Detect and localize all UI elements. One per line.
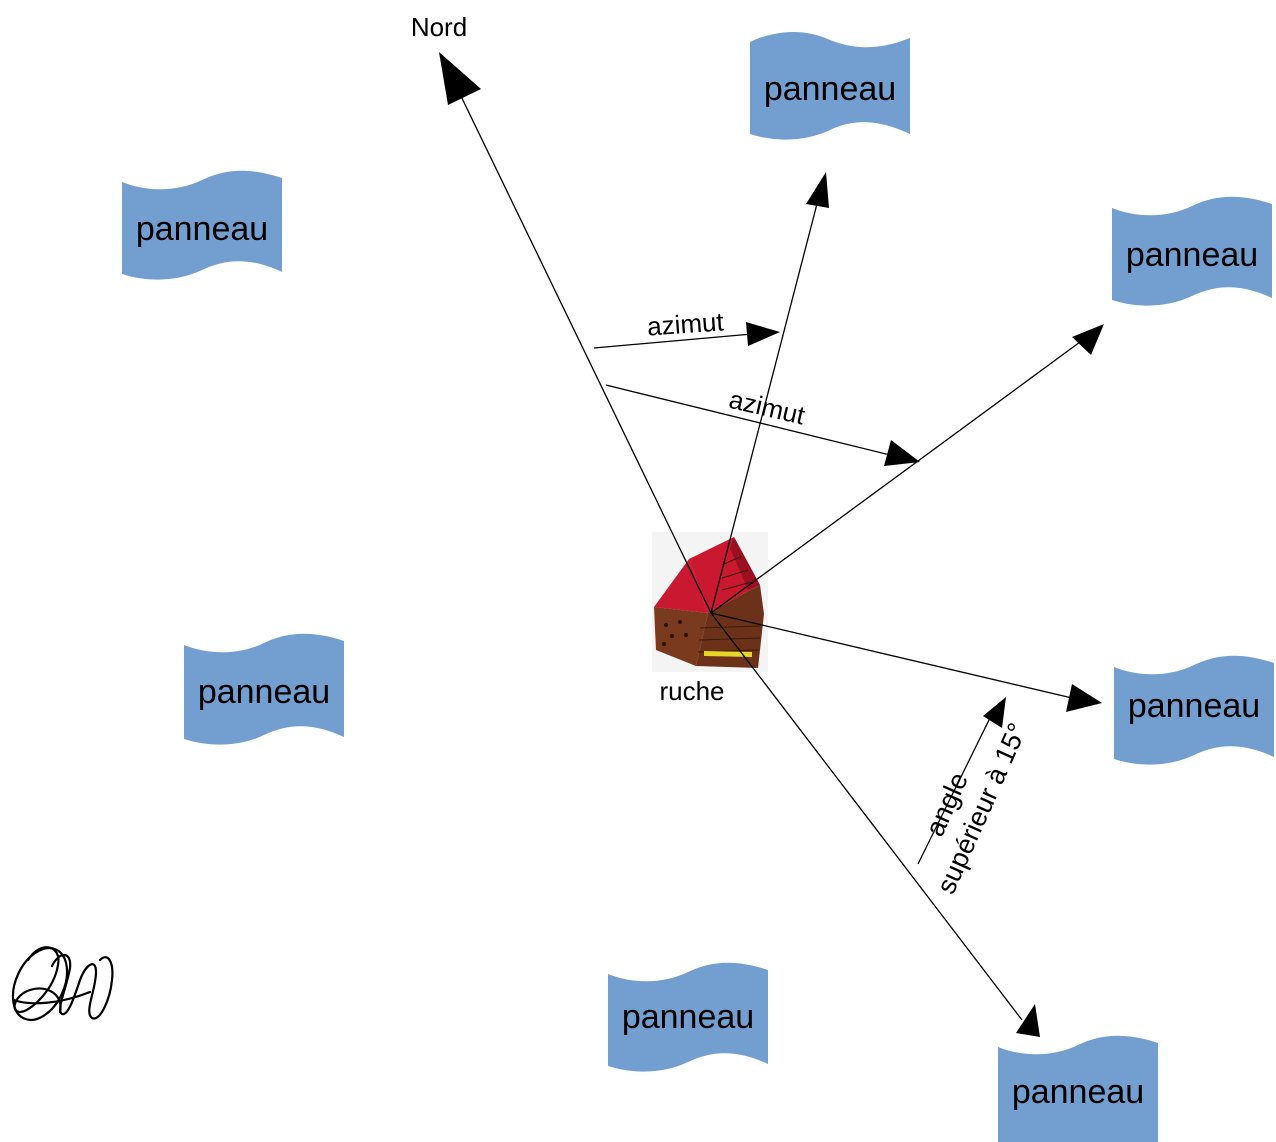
ray-panel-right	[710, 341, 1081, 614]
azimuth-label-2: azimut	[726, 384, 808, 431]
panel: panneau	[1114, 655, 1274, 765]
hive-label: ruche	[659, 676, 724, 706]
panel-label: panneau	[1126, 236, 1258, 274]
panel-label: panneau	[1128, 687, 1260, 725]
ray-panel-top	[710, 199, 819, 614]
panel-label: panneau	[198, 673, 330, 711]
panel: panneau	[608, 962, 768, 1072]
angle-arrow	[917, 717, 991, 865]
panel-label: panneau	[136, 210, 268, 248]
panel: panneau	[750, 31, 910, 140]
arrowheads	[439, 52, 1104, 1037]
panel-label: panneau	[622, 998, 754, 1036]
panel: panneau	[122, 170, 282, 280]
north-arrowhead	[439, 52, 481, 105]
panel: panneau	[1112, 196, 1272, 306]
ray-panel-bottom-right	[710, 612, 1023, 1021]
panel: panneau	[998, 1035, 1158, 1142]
azimuth-arrow-1	[593, 333, 753, 349]
panel-label: panneau	[1012, 1073, 1144, 1111]
ray-panel-mid-right	[710, 612, 1073, 699]
azimuth-label-1: azimut	[646, 306, 725, 341]
azimuth-arrow-2	[605, 384, 895, 457]
monogram-signature	[11, 946, 114, 1022]
panel-label: panneau	[764, 70, 896, 108]
north-label: Nord	[411, 12, 467, 42]
beehive-icon	[652, 532, 768, 672]
direction-lines	[457, 89, 1081, 1021]
north-line	[457, 89, 712, 614]
panel: panneau	[184, 633, 344, 745]
